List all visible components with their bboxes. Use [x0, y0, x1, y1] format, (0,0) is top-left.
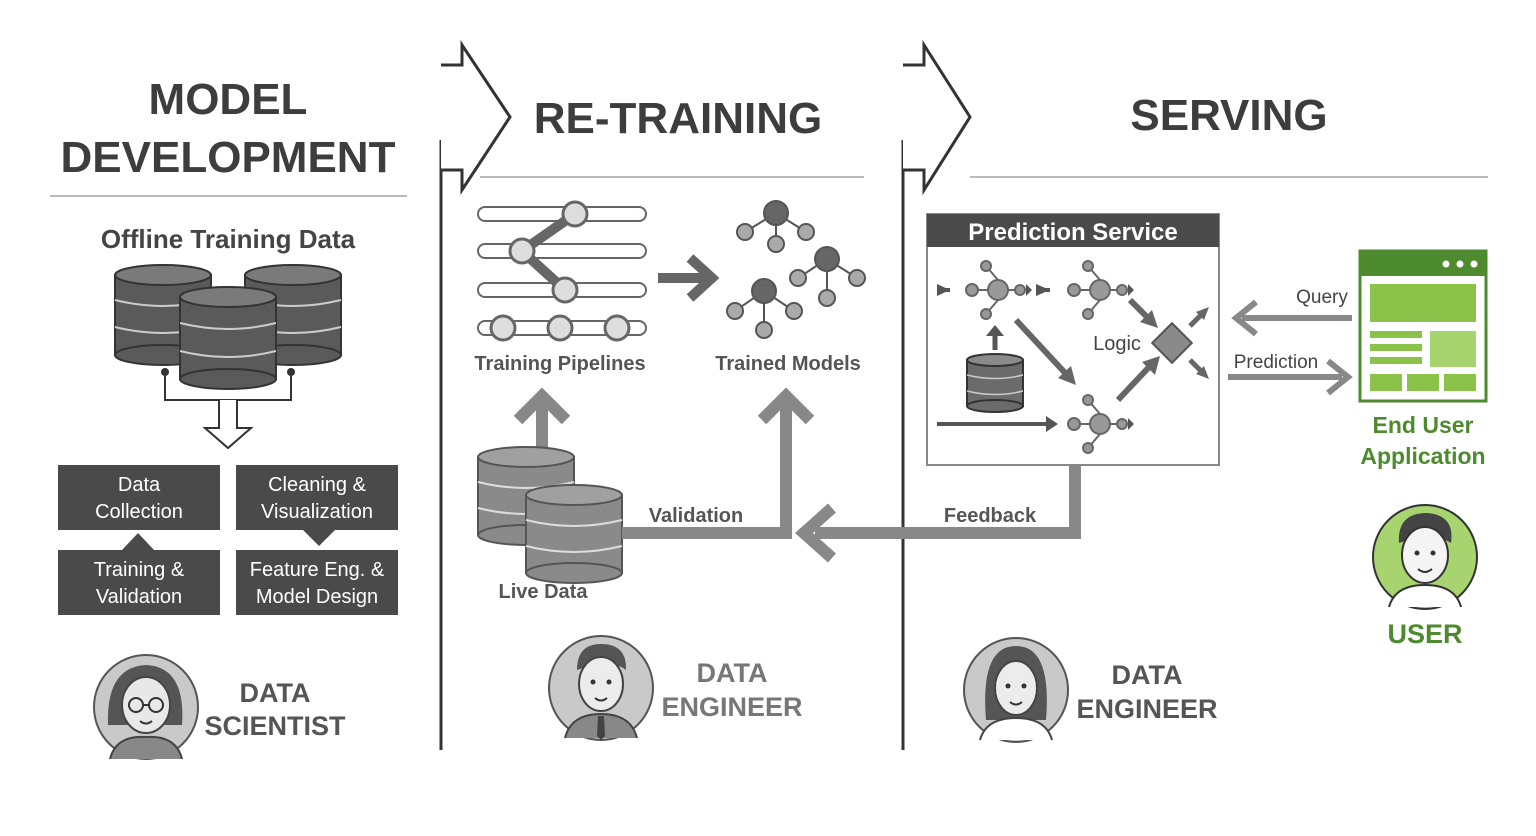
trained-models-label: Trained Models — [715, 353, 861, 375]
feedback-flow-arrow — [794, 466, 1081, 563]
feature-label-2: Model Design — [256, 586, 378, 608]
dev-title-line1: MODEL — [149, 75, 308, 124]
data-scientist-label-1: DATA — [240, 678, 311, 708]
data-collection-step — [58, 465, 220, 530]
end-user-application-window — [1358, 249, 1488, 403]
development-cycle: Data Collection Cleaning & Visualization… — [58, 465, 398, 615]
training-step — [58, 550, 220, 615]
feature-step — [236, 550, 398, 615]
data-collection-label-1: Data — [118, 474, 161, 496]
live-data-label: Live Data — [499, 581, 589, 603]
prediction-label: Prediction — [1234, 352, 1319, 373]
training-pipelines-icon — [477, 200, 647, 342]
service-database-icon — [966, 353, 1024, 413]
trained-models-icon — [726, 200, 866, 339]
query-arrow — [1231, 299, 1352, 337]
user-label: USER — [1387, 619, 1462, 649]
live-data-up-arrow — [513, 387, 571, 450]
feature-label-1: Feature Eng. & — [250, 559, 385, 581]
data-engineer-label-2-retraining: ENGINEER — [661, 692, 802, 722]
prediction-service-box: Prediction Service — [926, 213, 1220, 466]
dev-title-line2: DEVELOPMENT — [61, 133, 396, 182]
live-data-database-icon — [477, 446, 623, 584]
end-user-app-label-1: End User — [1373, 412, 1474, 438]
section-model-development: MODEL DEVELOPMENT Offline Training Data — [50, 75, 407, 760]
training-label-2: Validation — [96, 586, 182, 608]
validation-flow-arrow — [622, 387, 815, 539]
data-engineer-label-1-retraining: DATA — [697, 658, 768, 688]
training-pipelines-label: Training Pipelines — [474, 353, 645, 375]
end-user-app-label-2: Application — [1360, 443, 1485, 469]
data-engineer-label-1-serving: DATA — [1112, 660, 1183, 690]
offline-training-data-label: Offline Training Data — [101, 224, 356, 254]
data-engineer-avatar-retraining — [548, 635, 654, 741]
cleaning-step — [236, 465, 398, 530]
database-icon — [114, 264, 342, 390]
logic-label: Logic — [1093, 333, 1141, 355]
query-label: Query — [1296, 287, 1348, 308]
data-engineer-avatar-serving — [963, 637, 1069, 743]
db-to-process-connector — [161, 368, 295, 450]
section-serving: SERVING Prediction Service — [794, 91, 1488, 743]
section-dividers — [439, 39, 972, 750]
cleaning-label-2: Visualization — [261, 501, 373, 523]
prediction-service-title: Prediction Service — [968, 219, 1177, 246]
data-engineer-label-2-serving: ENGINEER — [1076, 694, 1217, 724]
serving-title: SERVING — [1130, 91, 1327, 140]
user-avatar — [1372, 504, 1478, 610]
data-collection-label-2: Collection — [95, 501, 183, 523]
data-scientist-label-2: SCIENTIST — [204, 711, 346, 741]
cleaning-label-1: Cleaning & — [268, 474, 367, 496]
section-re-training: RE-TRAINING Training Pipelines — [474, 94, 866, 741]
pipelines-to-models-arrow — [658, 254, 720, 302]
feedback-label: Feedback — [944, 505, 1037, 527]
training-label-1: Training & — [94, 559, 185, 581]
retraining-title: RE-TRAINING — [534, 94, 822, 143]
data-scientist-avatar — [93, 654, 199, 760]
logic-diamond — [1150, 321, 1194, 365]
validation-label: Validation — [649, 505, 743, 527]
prediction-arrow — [1228, 358, 1353, 396]
